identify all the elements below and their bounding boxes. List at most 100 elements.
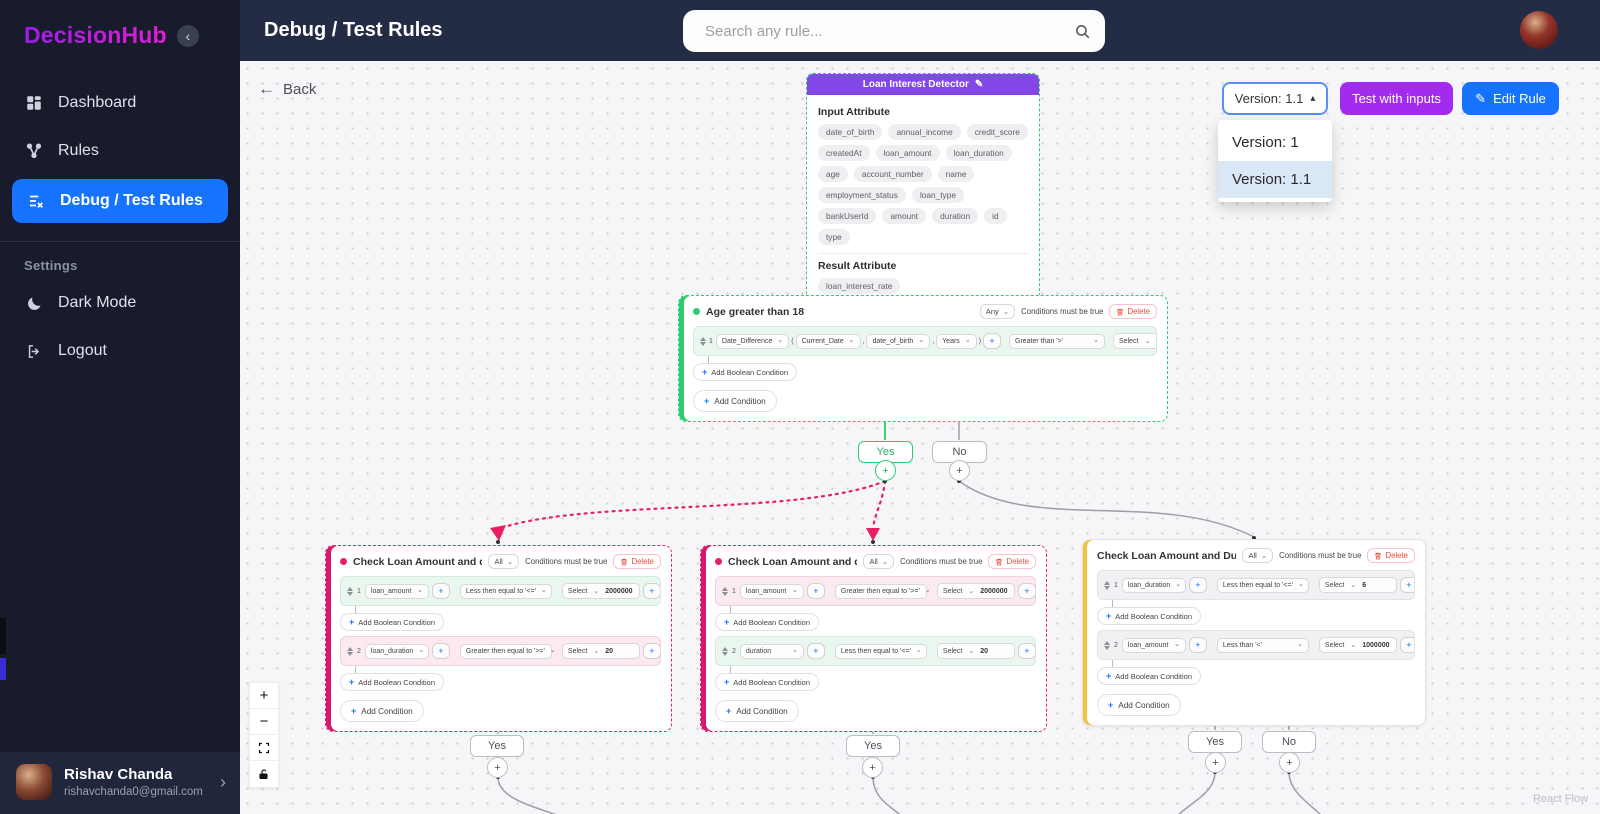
match-type-select[interactable]: Any ⌄ [979,304,1016,319]
arg-select[interactable]: date_of_birth⌄ [866,333,931,349]
add-operand-button[interactable]: + [1188,577,1207,593]
zoom-out-button[interactable]: − [250,709,278,735]
add-value-button[interactable]: + [1399,637,1414,653]
match-type-select[interactable]: All⌄ [488,554,520,569]
drag-handle[interactable] [346,646,354,656]
field-select[interactable]: loan_amount⌄ [1121,637,1186,653]
fit-view-button[interactable] [250,735,278,761]
add-node-button[interactable]: + [949,460,970,481]
add-node-button[interactable]: + [487,757,508,778]
search-icon[interactable] [1074,23,1091,40]
value-select[interactable]: Select⌄2000000 [936,583,1015,599]
add-operand-button[interactable]: + [806,643,825,659]
add-operand-button[interactable]: + [431,643,450,659]
sidebar-item-dark-mode[interactable]: Dark Mode [0,281,240,325]
value-select[interactable]: Select⌄6 [1318,577,1397,593]
add-boolean-condition-button[interactable]: +Add Boolean Condition [715,673,819,691]
delete-node-button[interactable]: Delete [613,554,661,569]
operator-select[interactable]: Less than '<'⌄ [1216,637,1309,653]
match-type-select[interactable]: All⌄ [863,554,895,569]
sidebar-item-logout[interactable]: Logout [0,329,240,373]
condition-node-adults-left[interactable]: Check Loan Amount and duration for Adult… [325,545,672,732]
delete-node-button[interactable]: Delete [1109,304,1157,319]
add-boolean-condition-button[interactable]: +Add Boolean Condition [340,613,444,631]
drag-handle[interactable] [1103,640,1111,650]
sidebar-item-debug-test-rules[interactable]: Debug / Test Rules [12,179,228,223]
add-condition-button[interactable]: +Add Condition [715,700,799,722]
operator-select[interactable]: Less then equal to '<='⌄ [1216,577,1309,593]
value-select[interactable]: Select⌄2000000 [561,583,640,599]
add-condition-button[interactable]: +Add Condition [693,390,777,412]
arg-select[interactable]: Current_Date⌄ [795,333,861,349]
outcome-node-yes[interactable]: Yes [1188,731,1242,753]
operator-select[interactable]: Less then equal to '<='⌄ [459,583,552,599]
edit-pencil-icon[interactable]: ✎ [974,79,984,90]
add-operand-button[interactable]: + [431,583,450,599]
drag-handle[interactable] [721,586,729,596]
add-value-button[interactable]: + [1017,643,1035,659]
add-boolean-condition-button[interactable]: +Add Boolean Condition [1097,607,1201,625]
drag-handle[interactable] [699,336,707,346]
add-node-button[interactable]: + [1205,752,1226,773]
drag-handle[interactable] [346,586,354,596]
sidebar-item-dashboard[interactable]: Dashboard [0,81,240,125]
condition-node-age[interactable]: Age greater than 18 Any ⌄ Conditions mus… [678,295,1168,422]
add-operand-button[interactable]: + [806,583,825,599]
add-operand-button[interactable]: + [1188,637,1207,653]
outcome-node-no[interactable]: No [1262,731,1316,753]
add-value-button[interactable]: + [1017,583,1035,599]
outcome-node-yes[interactable]: Yes [846,735,900,757]
operator-select[interactable]: Greater than '>'⌄ [1009,333,1106,349]
sidebar-item-rules[interactable]: Rules [0,129,240,173]
delete-node-button[interactable]: Delete [988,554,1036,569]
flow-canvas[interactable]: ← Back Loan Interest Detector ✎ Input At… [240,61,1600,814]
user-card[interactable]: Rishav Chanda rishavchanda0@gmail.com › [0,752,240,814]
zoom-in-button[interactable]: + [250,683,278,709]
rule-attributes-node[interactable]: Loan Interest Detector ✎ Input Attribute… [806,73,1040,307]
add-value-button[interactable]: + [1399,577,1414,593]
add-value-button[interactable]: + [642,643,660,659]
delete-node-button[interactable]: Delete [1367,548,1415,563]
sidebar-collapse-button[interactable]: ‹ [176,24,199,47]
edit-rule-button[interactable]: ✎ Edit Rule [1462,82,1559,115]
add-boolean-condition-button[interactable]: +Add Boolean Condition [1097,667,1201,685]
field-select[interactable]: loan_amount⌄ [739,583,804,599]
add-boolean-condition-button[interactable]: +Add Boolean Condition [340,673,444,691]
version-option-1[interactable]: Version: 1 [1232,134,1299,151]
back-button[interactable]: ← Back [258,79,316,99]
value-select[interactable]: Select⌄1000000 [1318,637,1397,653]
match-type-select[interactable]: All⌄ [1242,548,1274,563]
add-condition-button[interactable]: +Add Condition [340,700,424,722]
add-operand-button[interactable]: + [983,333,1002,349]
version-select[interactable]: Version: 1.1 ▴ [1222,82,1328,115]
condition-node-adults-middle[interactable]: Check Loan Amount and duration for Adult… [700,545,1047,732]
field-select[interactable]: loan_duration⌄ [364,643,429,659]
field-select[interactable]: loan_duration⌄ [1121,577,1186,593]
operator-select[interactable]: Greater then equal to '>='⌄ [834,583,931,599]
lock-button[interactable] [250,761,278,787]
outcome-node-yes[interactable]: Yes [470,735,524,757]
add-node-button[interactable]: + [862,757,883,778]
value-select[interactable]: Select⌄20 [561,643,640,659]
drag-handle[interactable] [1103,580,1111,590]
value-select[interactable]: Select⌄18 [1113,333,1156,349]
search-input[interactable] [705,22,1074,40]
value-select[interactable]: Select⌄20 [936,643,1015,659]
add-boolean-condition-button[interactable]: +Add Boolean Condition [693,363,797,381]
add-boolean-condition-button[interactable]: +Add Boolean Condition [715,613,819,631]
condition-node-students[interactable]: Check Loan Amount and Duration for Stude… [1082,539,1426,726]
add-node-button[interactable]: + [875,460,896,481]
operator-select[interactable]: Greater then equal to '>='⌄ [459,643,556,659]
version-option-1-1[interactable]: Version: 1.1 [1218,161,1332,198]
drag-handle[interactable] [721,646,729,656]
add-value-button[interactable]: + [642,583,660,599]
profile-avatar[interactable] [1520,11,1558,49]
add-condition-button[interactable]: +Add Condition [1097,694,1181,716]
chevron-right-icon[interactable]: › [220,771,226,792]
field-select[interactable]: duration⌄ [739,643,804,659]
function-select[interactable]: Date_Difference⌄ [715,333,790,349]
test-with-inputs-button[interactable]: Test with inputs [1340,82,1453,115]
operator-select[interactable]: Less then equal to '<='⌄ [834,643,927,659]
field-select[interactable]: loan_amount⌄ [364,583,429,599]
outcome-node-yes[interactable]: Yes [858,441,913,463]
